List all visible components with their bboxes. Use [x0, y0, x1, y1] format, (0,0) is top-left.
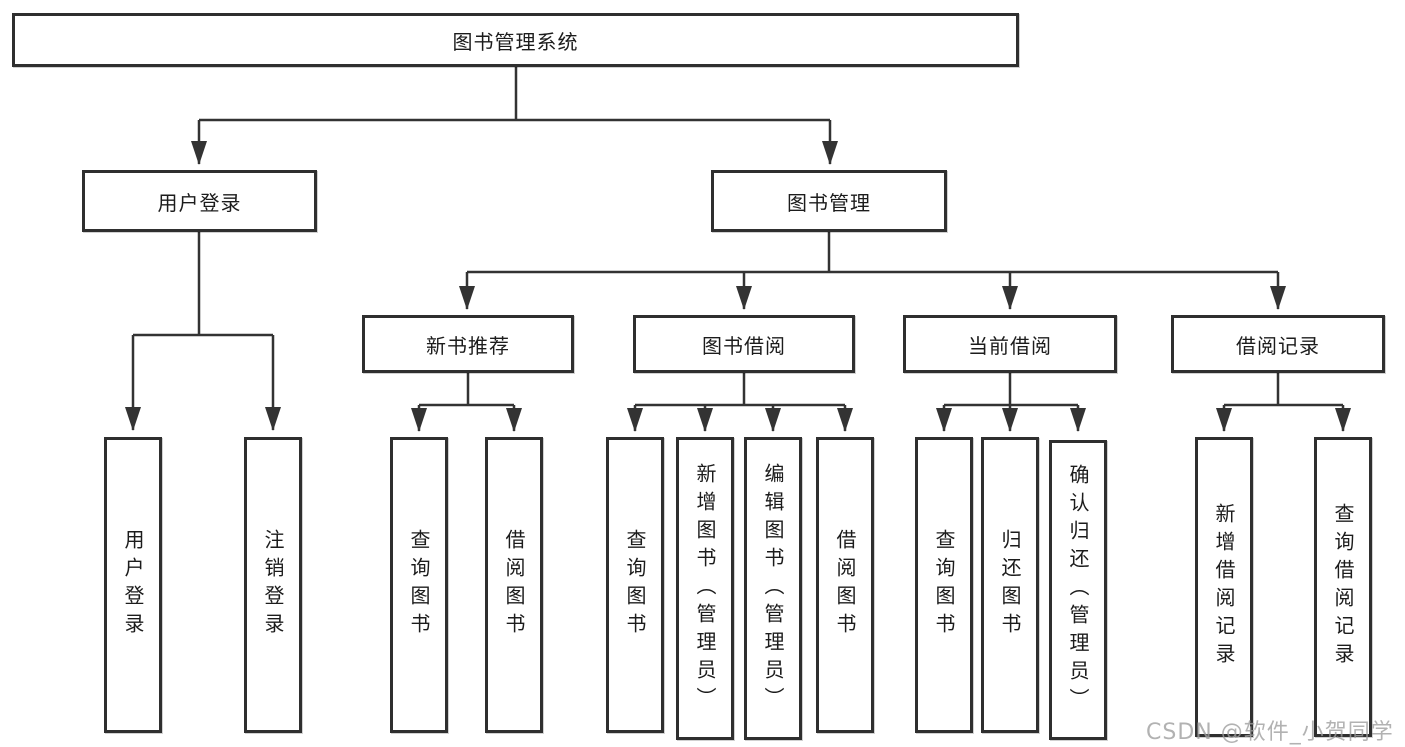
leaf-br-add-record: 新增借阅记录	[1195, 437, 1253, 737]
leaf-nbr-query-books: 查询图书	[390, 437, 448, 733]
leaf-cb-return-books-label: 归还图书	[998, 529, 1022, 641]
leaf-bb-add-books-admin: 新增图书（管理员）	[676, 437, 734, 740]
leaf-bb-query-books-label: 查询图书	[623, 529, 647, 641]
node-current-borrow: 当前借阅	[903, 315, 1117, 373]
connector-book-borrow-split	[635, 373, 845, 407]
leaf-bb-add-books-admin-label: 新增图书（管理员）	[693, 462, 717, 715]
leaf-logout: 注销登录	[244, 437, 302, 733]
leaf-user-login-label: 用户登录	[121, 529, 145, 641]
leaf-cb-confirm-return-admin: 确认归还（管理员）	[1049, 440, 1107, 740]
node-user-login-label: 用户登录	[157, 190, 242, 215]
leaf-br-query-record: 查询借阅记录	[1314, 437, 1372, 737]
node-user-login: 用户登录	[82, 170, 317, 232]
leaf-user-login: 用户登录	[104, 437, 162, 733]
leaf-nbr-borrow-books: 借阅图书	[485, 437, 543, 733]
connector-root-split	[199, 67, 830, 122]
leaf-br-query-record-label: 查询借阅记录	[1331, 503, 1355, 671]
leaf-nbr-borrow-books-label: 借阅图书	[502, 529, 526, 641]
connector-arrows	[125, 120, 1351, 432]
connector-book-mgmt-split	[467, 232, 1278, 274]
leaf-br-add-record-label: 新增借阅记录	[1212, 503, 1236, 671]
node-root: 图书管理系统	[12, 13, 1019, 67]
node-borrow-records-label: 借阅记录	[1236, 333, 1320, 358]
leaf-nbr-query-books-label: 查询图书	[407, 529, 431, 641]
leaf-cb-confirm-return-admin-label: 确认归还（管理员）	[1066, 464, 1090, 716]
connector-current-borrow-split	[944, 373, 1078, 407]
node-borrow-records: 借阅记录	[1171, 315, 1385, 373]
node-book-mgmt-label: 图书管理	[787, 190, 871, 215]
node-book-borrow-label: 图书借阅	[702, 333, 786, 358]
leaf-bb-edit-books-admin-label: 编辑图书（管理员）	[761, 462, 785, 715]
node-new-book-rec-label: 新书推荐	[426, 333, 510, 358]
leaf-bb-borrow-books-label: 借阅图书	[833, 529, 857, 641]
connector-user-login-split	[133, 232, 273, 337]
leaf-cb-query-books: 查询图书	[915, 437, 973, 733]
csdn-watermark: CSDN @软件_小贺同学	[1146, 720, 1394, 745]
leaf-cb-query-books-label: 查询图书	[932, 529, 956, 641]
leaf-bb-borrow-books: 借阅图书	[816, 437, 874, 733]
node-book-mgmt: 图书管理	[711, 170, 947, 232]
leaf-bb-edit-books-admin: 编辑图书（管理员）	[744, 437, 802, 740]
leaf-bb-query-books: 查询图书	[606, 437, 664, 733]
connector-borrow-records-split	[1224, 373, 1343, 407]
leaf-logout-label: 注销登录	[261, 529, 285, 641]
node-book-borrow: 图书借阅	[633, 315, 855, 373]
node-new-book-rec: 新书推荐	[362, 315, 574, 373]
node-root-label: 图书管理系统	[452, 29, 579, 54]
node-current-borrow-label: 当前借阅	[968, 333, 1052, 358]
leaf-cb-return-books: 归还图书	[981, 437, 1039, 733]
connector-new-book-rec-split	[419, 373, 514, 407]
